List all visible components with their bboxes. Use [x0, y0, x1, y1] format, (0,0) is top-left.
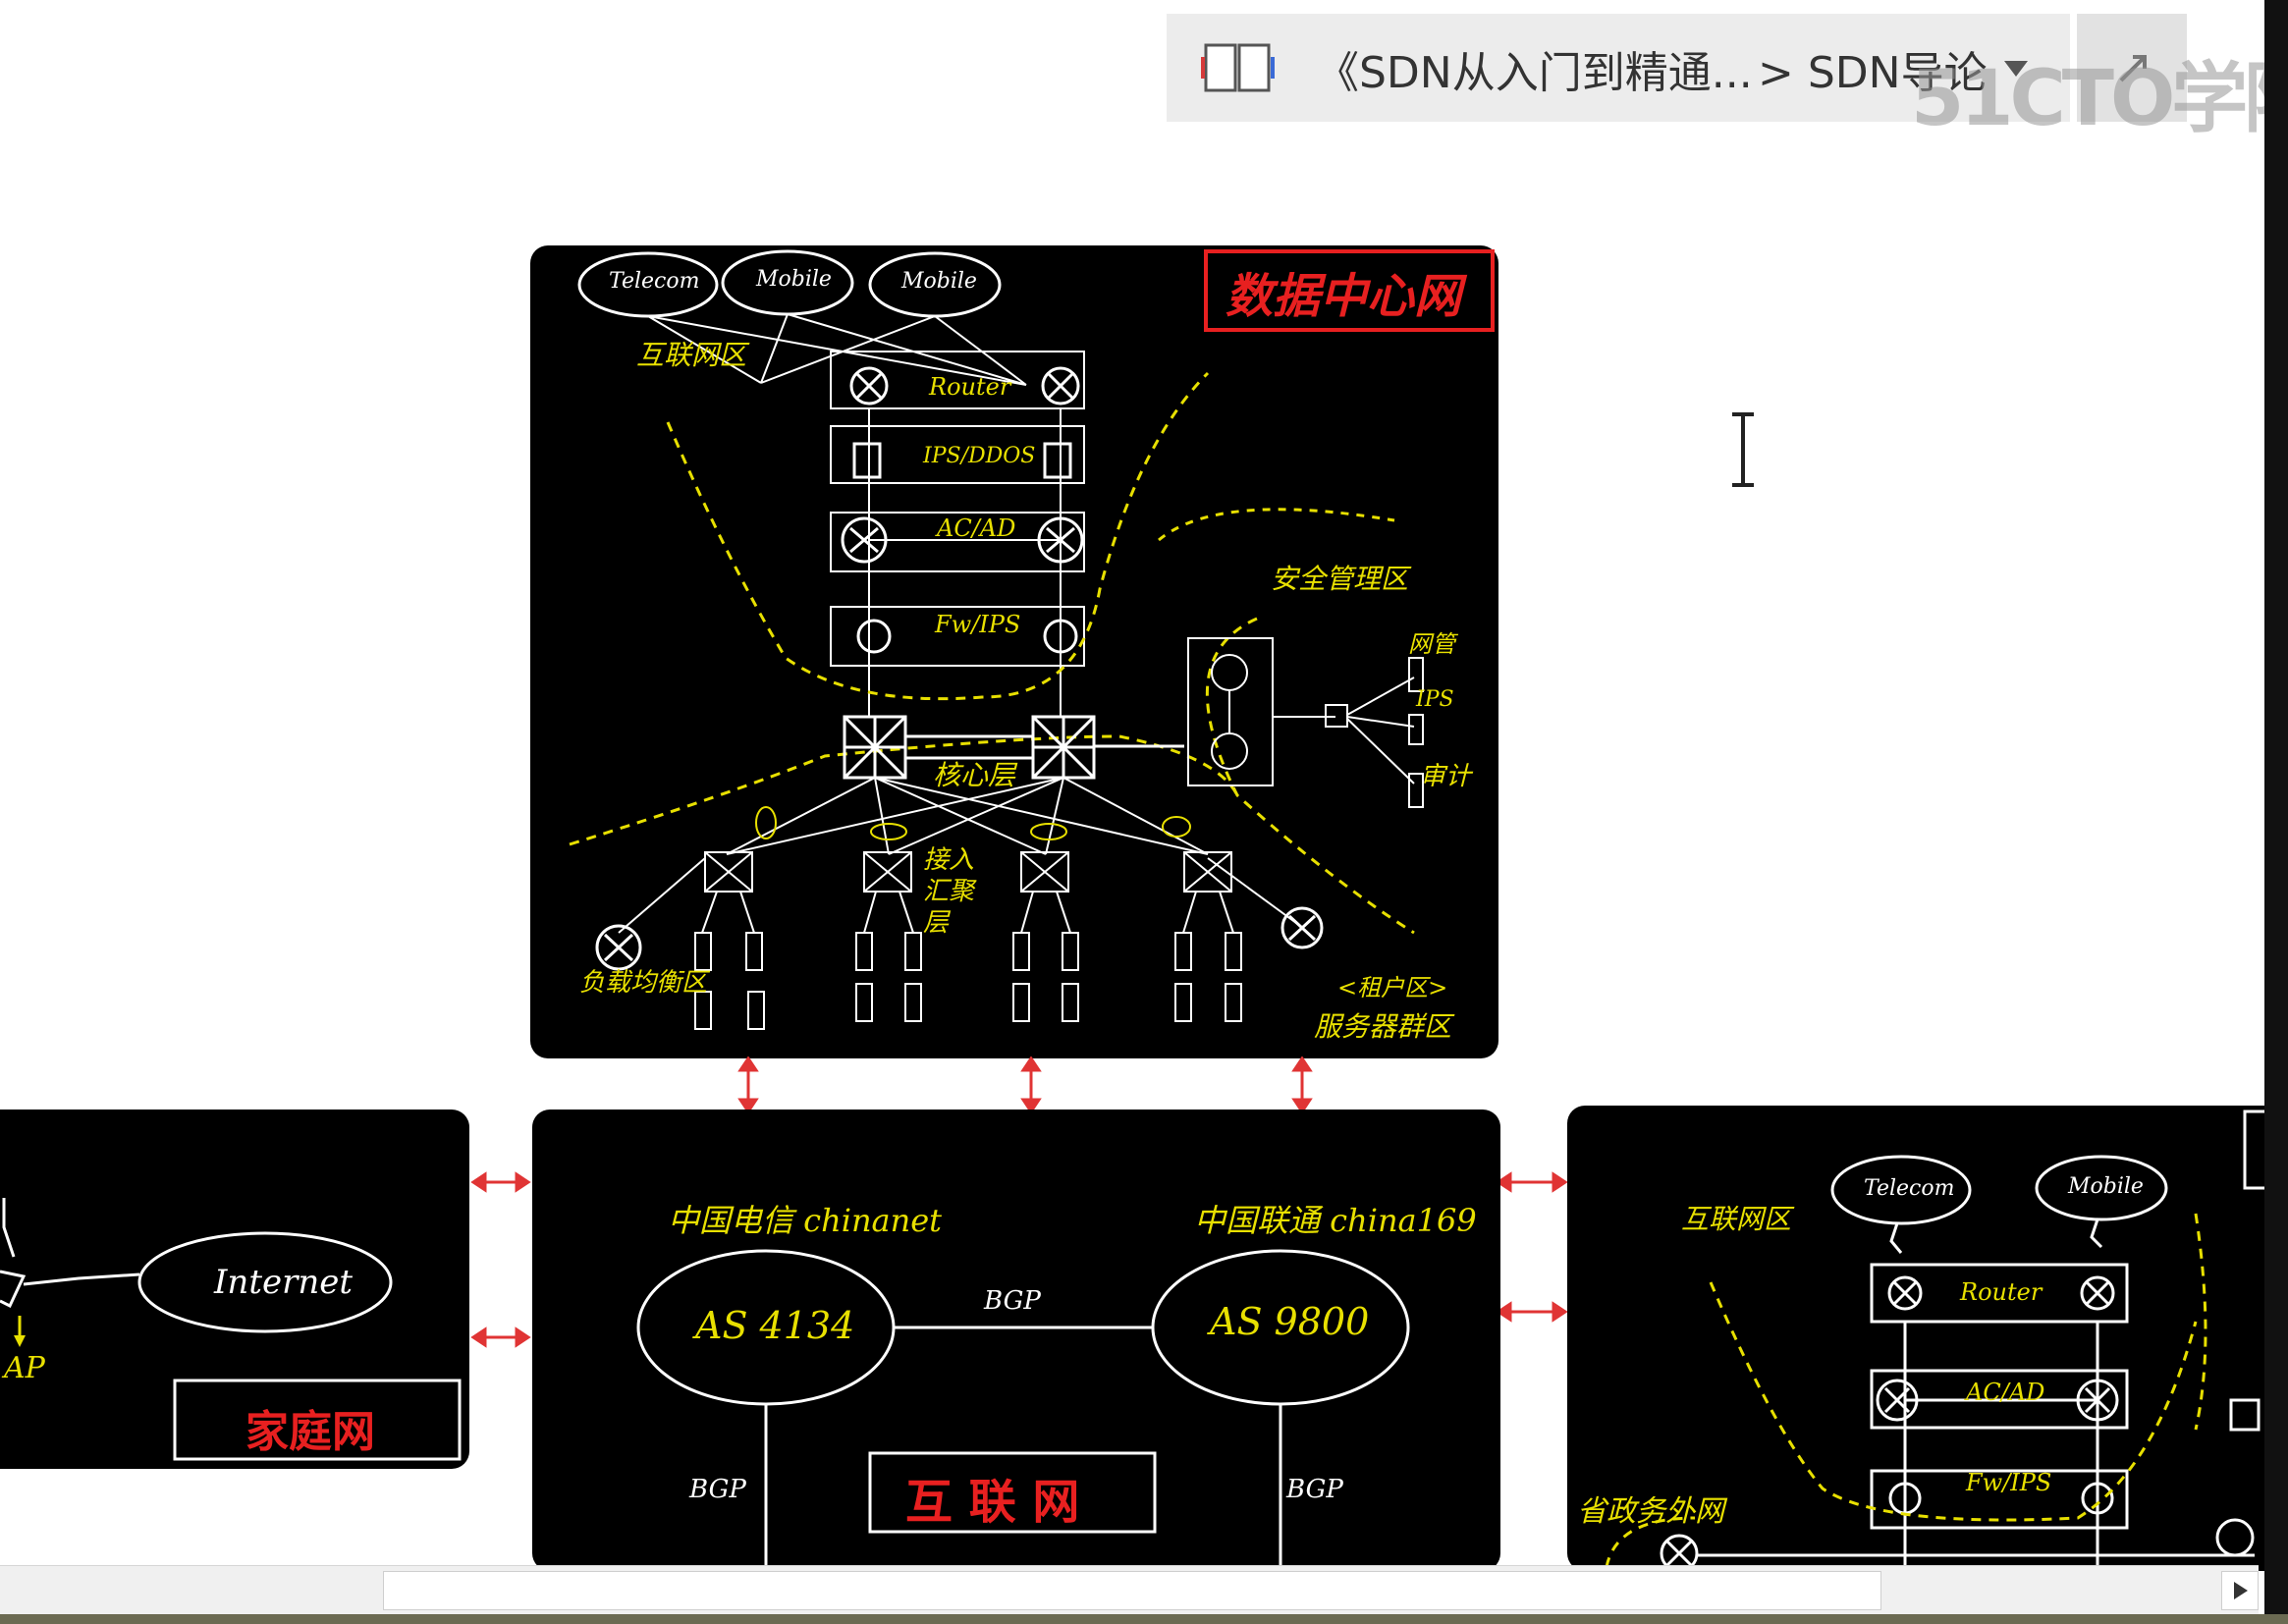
- access-layer-label: 接入汇聚层: [923, 845, 975, 938]
- province-net-label: 省政务外网: [1577, 1494, 1724, 1529]
- breadcrumb-chapter[interactable]: > SDN导论: [1758, 48, 1988, 98]
- scroll-right-icon[interactable]: [2222, 1572, 2258, 1609]
- datacenter-diagram: [569, 249, 1495, 1030]
- audit-label: 审计: [1420, 762, 1472, 791]
- mobile-label: Mobile: [756, 267, 832, 292]
- mobile-label-2: Mobile: [901, 269, 977, 294]
- province-diagram: [1605, 1110, 2264, 1571]
- as-4134-label: AS 4134: [695, 1304, 855, 1347]
- province-panel: [1567, 1106, 2288, 1571]
- breadcrumb-book-title[interactable]: 《SDN从入门到精通...: [1316, 48, 1753, 98]
- ap-label: AP: [4, 1351, 45, 1385]
- breadcrumb-bar: [1167, 14, 2070, 122]
- ac-ad-label: AC/AD: [937, 514, 1016, 542]
- text-cursor-icon: [1732, 412, 1754, 487]
- home-diagram: [0, 1198, 462, 1461]
- chinanet-label: 中国电信 chinanet: [668, 1202, 943, 1239]
- horizontal-scroll-thumb[interactable]: [383, 1571, 1881, 1610]
- bgp-mid-label: BGP: [984, 1286, 1041, 1316]
- internet-title: 互 联 网: [905, 1475, 1080, 1530]
- home-title: 家庭网: [245, 1407, 375, 1457]
- interconnect-zone-label: 互联网区: [636, 339, 747, 371]
- net-mgmt-label: 网管: [1408, 630, 1455, 658]
- ips-ddos-label: IPS/DDOS: [923, 444, 1036, 468]
- server-zone-label: 服务器群区: [1314, 1010, 1452, 1043]
- core-layer-label: 核心层: [933, 759, 1016, 791]
- tenant-zone-label: <租户区>: [1337, 974, 1448, 1001]
- bgp-right-label: BGP: [1286, 1475, 1343, 1504]
- internet-panel: [532, 1110, 1500, 1571]
- telecom-label: Telecom: [609, 269, 700, 294]
- province-fw-ips-label: Fw/IPS: [1966, 1469, 2052, 1496]
- fw-ips-label: Fw/IPS: [935, 611, 1021, 638]
- scroll-right-button[interactable]: [2221, 1571, 2259, 1610]
- book-icon[interactable]: [1200, 39, 1279, 98]
- home-internet-label: Internet: [214, 1263, 354, 1302]
- watermark-logo: 51CTO学院: [1911, 55, 2288, 143]
- right-edge-strip: [2264, 0, 2288, 1624]
- province-interconnect-label: 互联网区: [1681, 1203, 1792, 1235]
- router-label: Router: [929, 373, 1011, 401]
- province-router-label: Router: [1960, 1278, 2043, 1306]
- as-9800-label: AS 9800: [1210, 1300, 1370, 1343]
- taskbar: [0, 1614, 2288, 1624]
- security-zone-label: 安全管理区: [1271, 563, 1409, 595]
- ips-label: IPS: [1416, 687, 1454, 712]
- expand-icon[interactable]: [2115, 51, 2151, 86]
- bgp-left-label: BGP: [689, 1475, 746, 1504]
- china169-label: 中国联通 china169: [1194, 1202, 1477, 1239]
- internet-diagram: [636, 1249, 1410, 1571]
- connection-arrows: [470, 1056, 1568, 1348]
- caret-down-icon[interactable]: [2001, 57, 2031, 81]
- province-mobile-label: Mobile: [2068, 1174, 2144, 1199]
- province-ac-ad-label: AC/AD: [1966, 1379, 2045, 1406]
- province-telecom-label: Telecom: [1864, 1176, 1955, 1201]
- lb-zone-label: 负载均衡区: [579, 968, 708, 998]
- datacenter-title: 数据中心网: [1226, 269, 1462, 324]
